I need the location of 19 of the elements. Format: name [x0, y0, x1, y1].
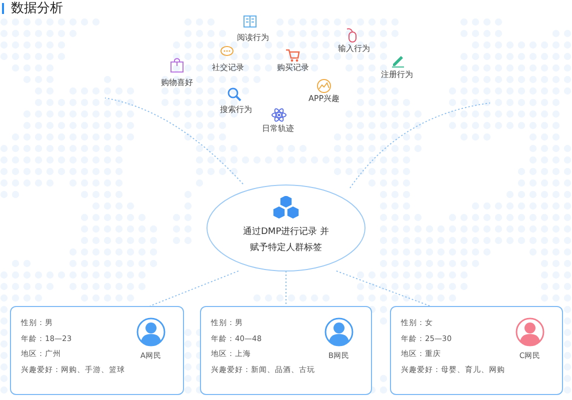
dotted-line	[150, 270, 239, 306]
icon-label: APP兴趣	[308, 93, 340, 104]
profile-card	[10, 306, 184, 395]
ellipse-node	[206, 184, 366, 272]
dotted-curve	[104, 98, 244, 184]
dotted-curve	[350, 102, 490, 188]
profile-card	[200, 306, 372, 395]
icon-label: 购物喜好	[161, 77, 193, 88]
title: 数据分析	[11, 0, 63, 17]
icon-label: 注册行为	[381, 69, 413, 80]
node-text: 通过DMP进行记录 并赋予特定人群标签	[242, 226, 330, 255]
icon-label: 日常轨迹	[262, 123, 294, 134]
icon-label: 购买记录	[277, 62, 309, 73]
profile-card	[390, 306, 563, 395]
icon-label: 搜索行为	[220, 104, 252, 115]
icon-label: 社交记录	[212, 62, 244, 73]
icon-label: 输入行为	[338, 43, 370, 54]
dotted-line	[336, 270, 430, 306]
icon-label: 阅读行为	[237, 32, 269, 43]
